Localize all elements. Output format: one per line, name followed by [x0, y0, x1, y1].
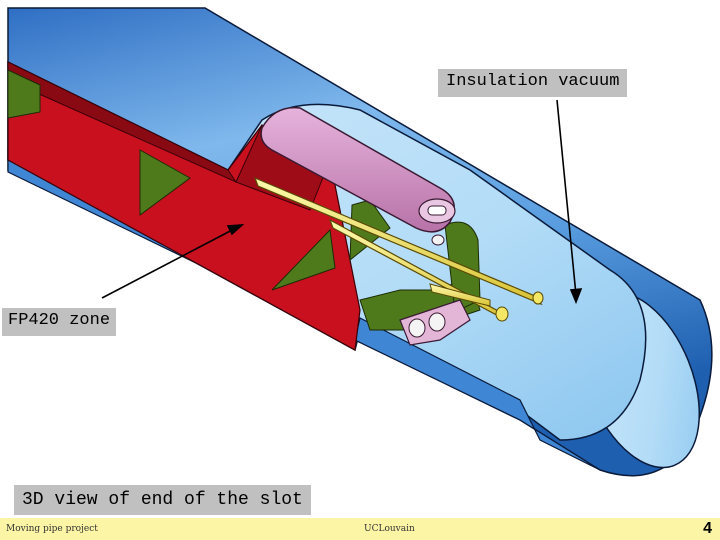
pointer-arrows	[101, 99, 583, 305]
pink-beam-box	[260, 106, 471, 346]
green-bulkhead-3	[271, 228, 336, 291]
footer-project-name: Moving pipe project	[6, 524, 98, 534]
slide-footer: Moving pipe project UCLouvain 4	[0, 518, 720, 540]
green-bulkhead-2	[139, 149, 191, 216]
yellow-rods	[253, 176, 544, 322]
insulation-vacuum-label: Insulation vacuum	[438, 69, 628, 97]
page-number: 4	[703, 520, 712, 537]
slide-caption: 3D view of end of the slot	[14, 485, 311, 515]
fp420-zone-label: FP420 zone	[2, 308, 117, 336]
footer-institution: UCLouvain	[364, 524, 415, 534]
green-bulkhead-1	[7, 69, 41, 119]
